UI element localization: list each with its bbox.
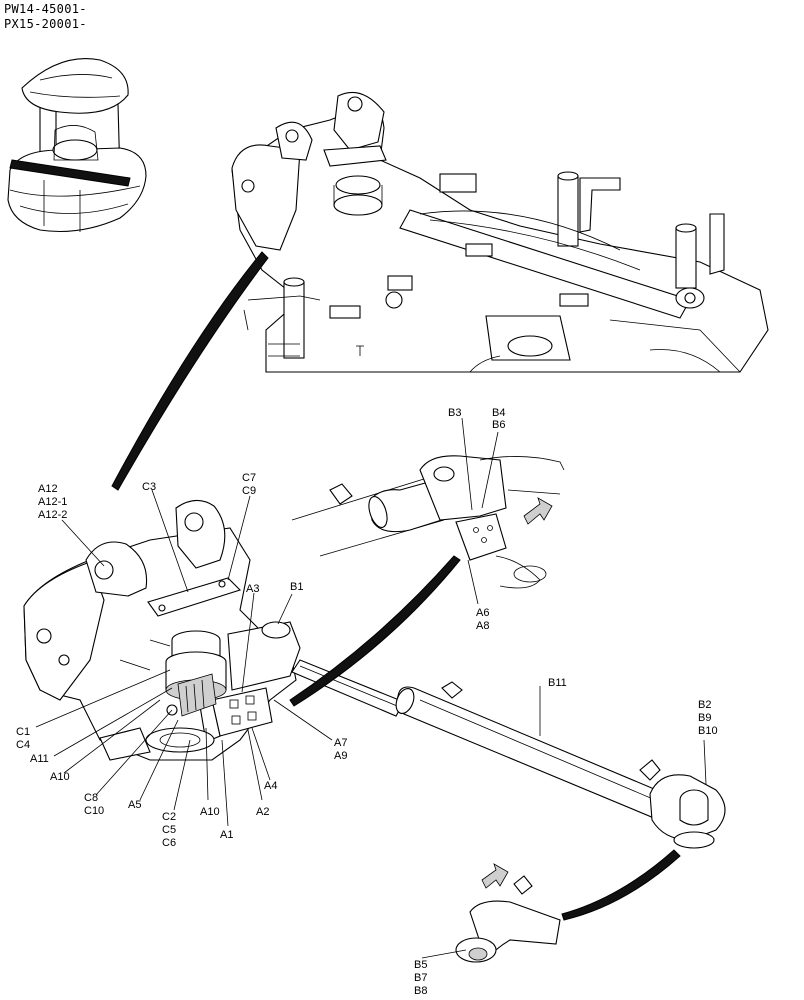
machine-overview-thumbnail (7, 58, 147, 232)
serial-range-2: PX15-20001- (4, 17, 87, 31)
callout-b3: B3 (448, 407, 461, 419)
detail-arrow-mid (289, 555, 461, 707)
callout-a1: A1 (220, 829, 233, 841)
callout-b1: B1 (290, 581, 303, 593)
frame-overview-drawing (231, 91, 769, 373)
detail-arrow-bottom (561, 849, 681, 921)
cylinder-mount-inset (291, 455, 565, 589)
callout-a10-right: A10 (200, 806, 220, 818)
callout-a2: A2 (256, 806, 269, 818)
leader-lines (35, 417, 707, 959)
callout-c3: C3 (142, 481, 156, 493)
callout-a10-left: A10 (50, 771, 70, 783)
detail-arrow-top (111, 251, 269, 491)
swing-bracket-assembly (23, 499, 301, 761)
callout-a5: A5 (128, 799, 141, 811)
callout-b11: B11 (548, 677, 567, 689)
callout-a4: A4 (264, 780, 277, 792)
callout-a11: A11 (30, 753, 49, 765)
swing-cylinder (291, 659, 726, 849)
rod-end-detail (455, 863, 561, 963)
callout-a3: A3 (246, 583, 259, 595)
serial-range-1: PW14-45001- (4, 2, 87, 16)
